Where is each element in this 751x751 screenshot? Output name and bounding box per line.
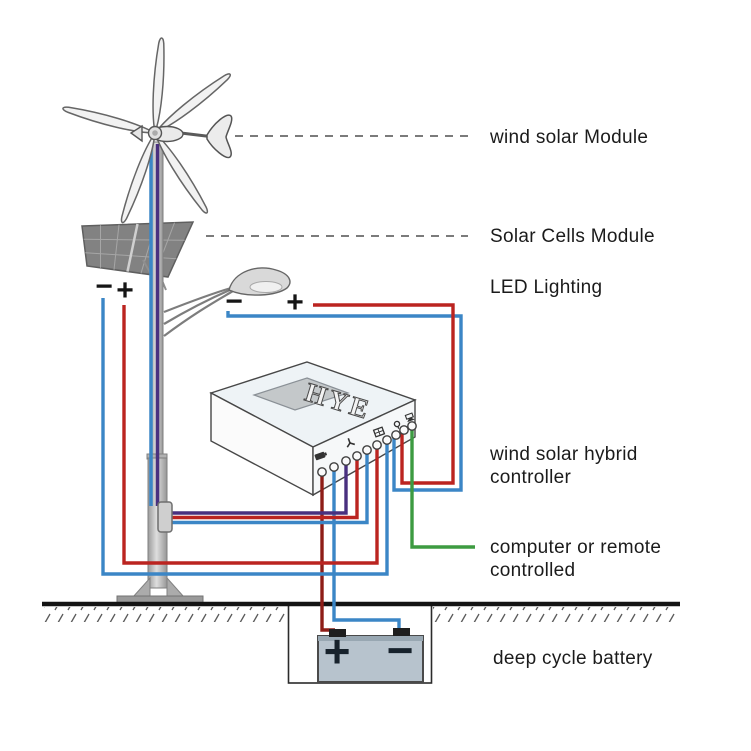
led-plus-symbol: + [286, 286, 304, 319]
label-remote-line1: computer or remote [490, 537, 662, 558]
lamp-arm [163, 287, 233, 325]
remote-icon [404, 412, 415, 423]
terminal [329, 462, 339, 472]
street-lamp [163, 267, 291, 337]
pole-junction-box [157, 501, 173, 533]
pole-gusset-right [166, 576, 186, 598]
wire-solar-positive [122, 305, 379, 565]
turbine-blade [120, 132, 156, 224]
turbine-tail-fin [206, 114, 233, 159]
terminal-icon-row [314, 412, 415, 461]
terminal [407, 421, 417, 431]
terminal [352, 451, 362, 461]
wire-wind-purple [171, 461, 348, 515]
wind-turbine [62, 37, 233, 224]
mast-wires [149, 144, 160, 506]
terminal [362, 445, 372, 455]
wire-battery-negative [332, 467, 401, 629]
terminal [341, 456, 351, 466]
lamp-arm [163, 286, 232, 314]
leader-lines [206, 135, 468, 237]
label-controller: wind solar hybrid controller [490, 443, 638, 489]
wires [101, 298, 475, 632]
solar-plus-symbol: + [116, 274, 134, 307]
ground-hatch-left [44, 607, 287, 622]
turbine-nose-cone [129, 124, 143, 143]
solar-panel [81, 221, 195, 278]
label-remote: computer or remote controlled [490, 536, 661, 582]
solar-minus-symbol: − [95, 270, 113, 303]
battery-minus-symbol: − [386, 624, 414, 676]
label-wind-module: wind solar Module [490, 127, 649, 148]
controller-screen [252, 377, 350, 411]
battery-plus-symbol: + [323, 625, 351, 677]
controller-terminals [317, 421, 417, 477]
wire-wind-red [171, 456, 359, 520]
turbine-blade [152, 37, 165, 134]
wire-led-positive [313, 303, 455, 485]
wire-remote-control [410, 426, 475, 549]
turbine-tail-boom [180, 131, 211, 138]
battery-icon [314, 451, 328, 461]
solar-panel-icon [372, 426, 386, 438]
terminal [399, 425, 409, 435]
terminal [382, 435, 392, 445]
pole-gusset-left [131, 576, 151, 598]
wind-turbine-icon [346, 438, 356, 448]
label-solar-module: Solar Cells Module [490, 226, 655, 247]
deep-cycle-battery [317, 635, 424, 683]
lamp-arm [163, 290, 234, 337]
turbine-blade [154, 73, 231, 134]
turbine-blade [154, 132, 209, 214]
label-controller-line2: controller [490, 467, 572, 488]
label-remote-line2: controlled [490, 560, 576, 581]
panel-center-divider [126, 223, 139, 272]
terminal [317, 467, 327, 477]
battery-positive-terminal [329, 629, 346, 637]
hybrid-controller: HYE [209, 361, 417, 497]
wire-wind-blue [171, 450, 369, 525]
label-battery: deep cycle battery [493, 648, 653, 669]
label-led-lighting: LED Lighting [490, 277, 603, 298]
terminal [372, 440, 382, 450]
led-minus-symbol: − [225, 285, 243, 318]
ground-hatch-right [433, 607, 676, 622]
wire-led-negative [226, 311, 463, 492]
terminal [391, 430, 401, 440]
label-controller-line1: wind solar hybrid [490, 444, 638, 465]
battery-terminals [329, 628, 410, 637]
battery-negative-terminal [393, 628, 410, 636]
lamp-lens [249, 281, 283, 293]
wire-solar-negative [101, 298, 389, 576]
lamp-icon [393, 420, 401, 429]
turbine-blade [62, 106, 156, 134]
